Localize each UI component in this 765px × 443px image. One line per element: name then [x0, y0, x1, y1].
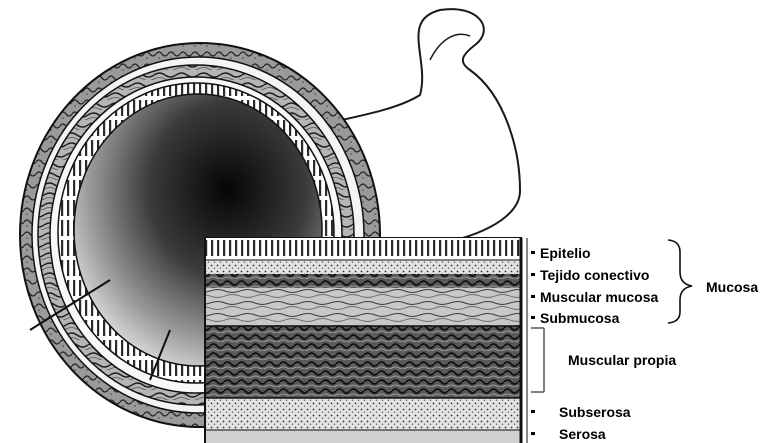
submucosa-tick [531, 316, 535, 319]
label-submucosa: Submucosa [540, 310, 619, 326]
serosa-tick [531, 432, 535, 435]
label-subserosa: Subserosa [559, 404, 631, 420]
wall-layers-block [205, 238, 527, 443]
muscular-propia-bracket [531, 328, 544, 392]
label-serosa: Serosa [559, 426, 606, 442]
subserosa-tick [531, 410, 535, 413]
label-muscular-mucosa: Muscular mucosa [540, 289, 658, 305]
mucosa-brace [668, 240, 692, 323]
label-epitelio: Epitelio [540, 245, 591, 261]
epitelio-tick [531, 251, 535, 254]
label-mucosa-group: Mucosa [706, 279, 758, 295]
muscular-mucosa-tick [531, 295, 535, 298]
label-muscular-propia: Muscular propia [568, 352, 676, 368]
label-tejido-conectivo: Tejido conectivo [540, 267, 649, 283]
tejido-conectivo-tick [531, 273, 535, 276]
